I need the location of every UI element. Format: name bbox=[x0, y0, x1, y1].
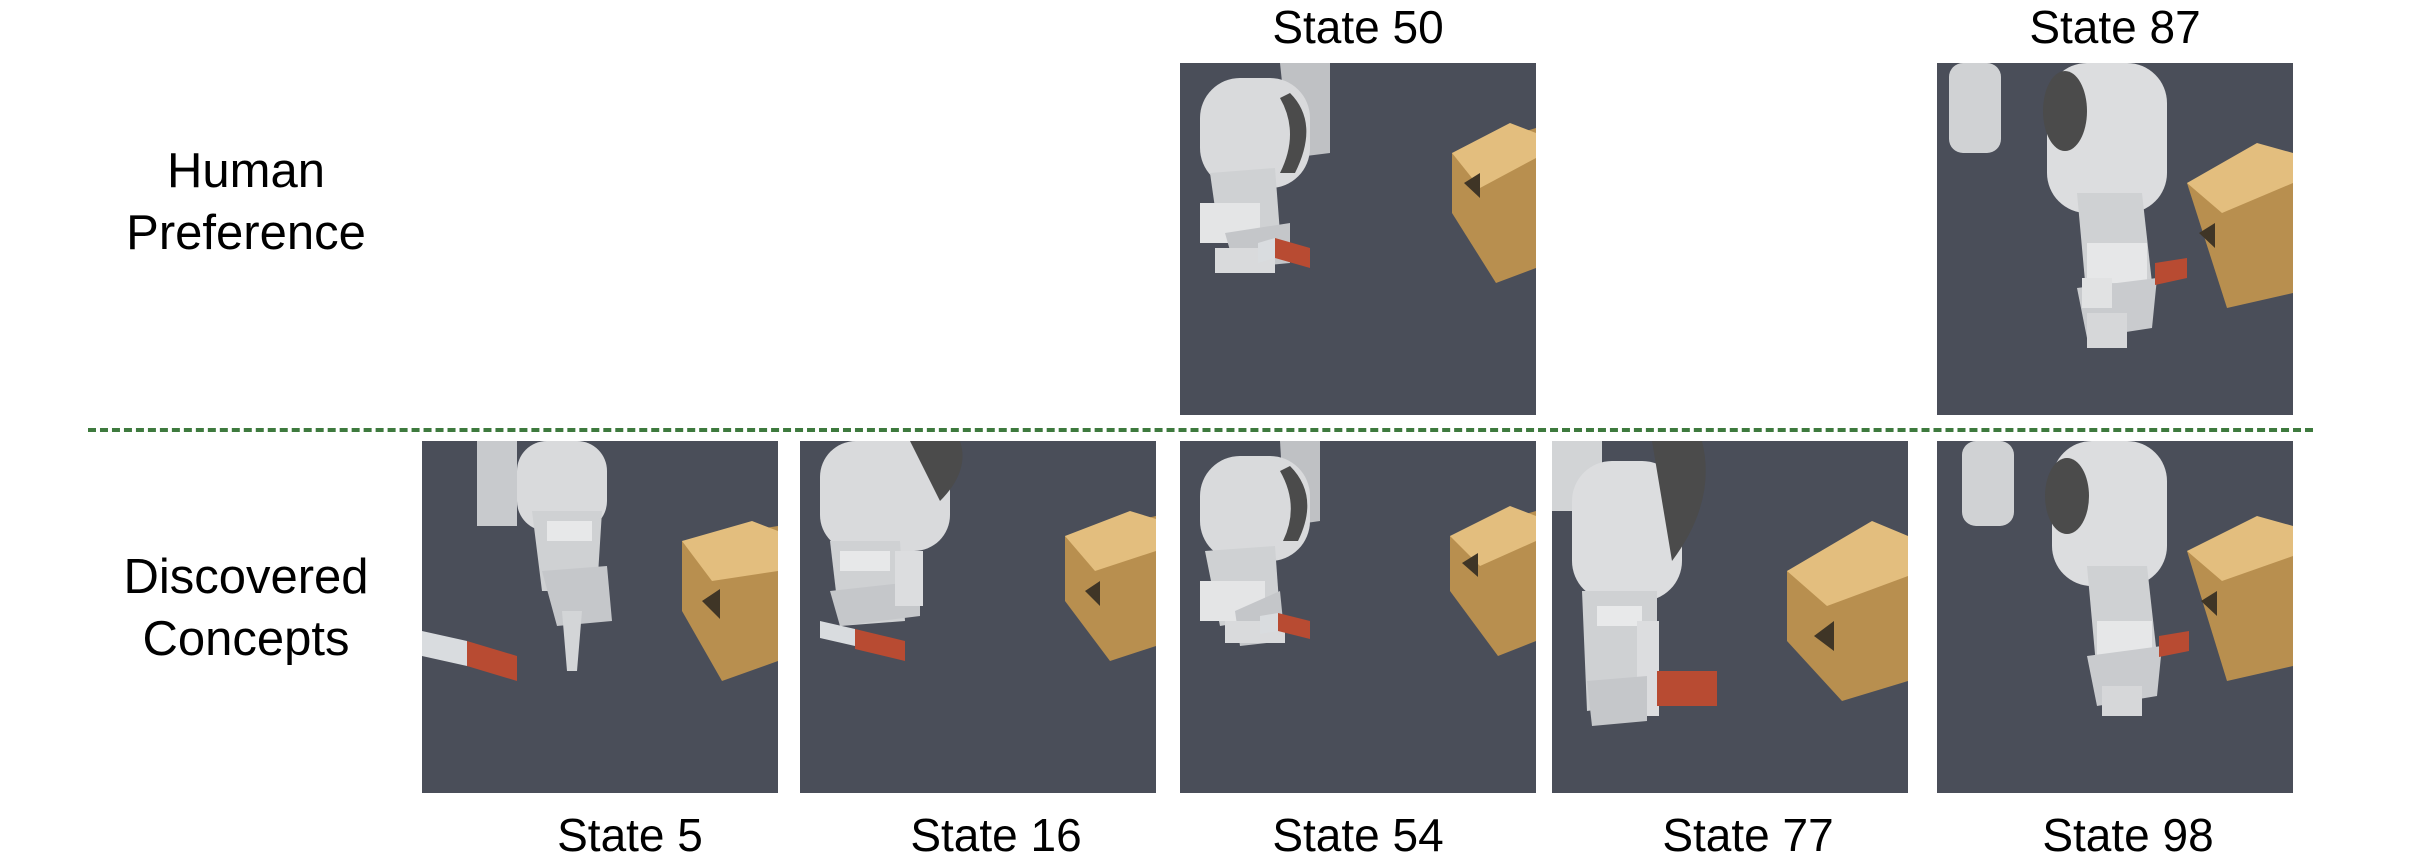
frame-state-87 bbox=[1937, 63, 2293, 415]
caption-state-87: State 87 bbox=[2029, 1, 2201, 53]
frame-state-98 bbox=[1937, 441, 2293, 793]
scene-illustration bbox=[800, 441, 1156, 793]
scene-illustration bbox=[1552, 441, 1908, 793]
frame-state-50 bbox=[1180, 63, 1536, 415]
scene-illustration bbox=[422, 441, 778, 793]
frame-state-16 bbox=[800, 441, 1156, 793]
row-label-line: Concepts bbox=[142, 612, 350, 666]
scene-illustration bbox=[1180, 63, 1536, 415]
row-label-line: Preference bbox=[126, 206, 366, 260]
frame-state-54 bbox=[1180, 441, 1536, 793]
frame-state-77 bbox=[1552, 441, 1908, 793]
caption-state-77: State 77 bbox=[1662, 809, 1834, 861]
caption-state-98: State 98 bbox=[2042, 809, 2214, 861]
scene-illustration bbox=[1180, 441, 1536, 793]
row-divider bbox=[88, 428, 2313, 432]
caption-state-54: State 54 bbox=[1272, 809, 1444, 861]
frame-state-5 bbox=[422, 441, 778, 793]
caption-state-50: State 50 bbox=[1272, 1, 1444, 53]
row-label-line: Human bbox=[167, 144, 325, 198]
row-label-discovered-concepts: Discovered Concepts bbox=[36, 546, 456, 670]
scene-illustration bbox=[1937, 441, 2293, 793]
scene-illustration bbox=[1937, 63, 2293, 415]
caption-state-5: State 5 bbox=[557, 809, 703, 861]
row-label-human-preference: Human Preference bbox=[36, 140, 456, 264]
caption-state-16: State 16 bbox=[910, 809, 1082, 861]
row-label-line: Discovered bbox=[123, 550, 369, 604]
